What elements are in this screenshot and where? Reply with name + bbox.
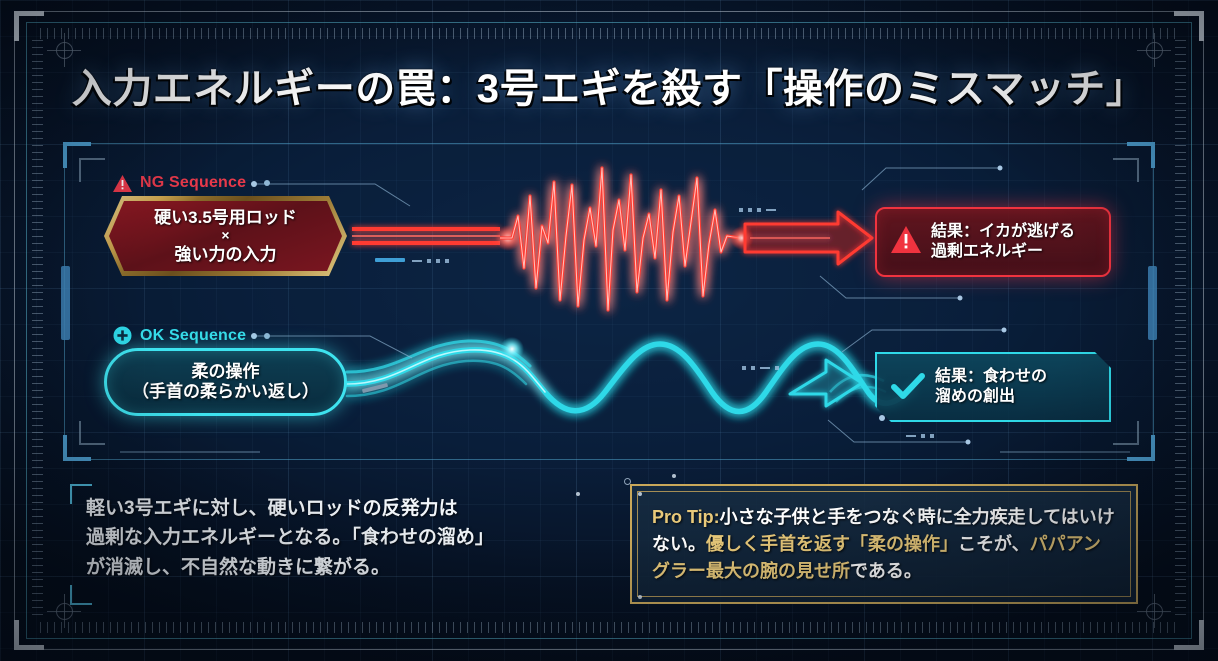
ruler-top-icon [40, 28, 1178, 39]
ok-sequence-label-group: OK Sequence [113, 326, 271, 345]
pro-tip-box: Pro Tip:小さな子供と手をつなぐ時に全力疾走してはいけない。優しく手首を返… [630, 484, 1138, 604]
description-bracket-bottom-icon [70, 585, 92, 605]
panel-edge-marker-left-icon [61, 266, 70, 340]
page-title: 入力エネルギーの罠：3号エギを殺す「操作のミスマッチ」 [71, 67, 1147, 111]
panel-inner-corner-icon [1113, 158, 1139, 182]
ng-source-line2: 強い力の入力 [174, 244, 277, 264]
ng-sequence-label-group: NG Sequence [113, 174, 271, 192]
crosshair-marker-icon [1137, 594, 1171, 628]
ruler-bottom-icon [40, 622, 1178, 633]
ng-source-line1: 硬い3.5号用ロッド [154, 208, 297, 228]
pro-tip-seg1: 小さな子供と手をつなぐ時に全力疾走して [719, 506, 1061, 527]
ok-result-line2: 溜めの創出 [935, 388, 1016, 405]
ng-result-line1: 結果：イカが逃げる [931, 223, 1076, 240]
ok-result-line1: 結果：食わせの [935, 368, 1048, 385]
ok-source-line1: 柔の操作 [191, 361, 260, 381]
ok-source-box: 柔の操作 （手首の柔らかい返し） [104, 348, 347, 416]
pro-tip-anchor-icon [624, 478, 631, 485]
panel-inner-corner-icon [79, 421, 105, 445]
pro-tip-corner-dot-icon [638, 595, 642, 599]
pro-tip-seg3: 優しく手首を返す「柔の操作」 [706, 533, 958, 554]
panel-inner-corner-icon [79, 158, 105, 182]
ok-sequence-label: OK Sequence [140, 326, 247, 344]
description-block: 軽い3号エギに対し、硬いロッドの反発力は 過剰な入力エネルギーとなる。「食わせの… [86, 494, 606, 582]
ok-result-box: 結果：食わせの 溜めの創出 [875, 352, 1111, 422]
panel-inner-corner-icon [1113, 421, 1139, 445]
ng-sequence-label: NG Sequence [140, 174, 247, 191]
warning-triangle-icon [113, 174, 132, 192]
decor-dots-icon [739, 208, 776, 212]
pro-tip-label: Pro Tip: [652, 506, 720, 527]
ng-result-line2: 過剰エネルギー [931, 243, 1044, 260]
corner-bracket-top-left-icon [14, 11, 44, 41]
pro-tip-marker-dot-icon [672, 474, 676, 478]
ruler-left-icon [32, 40, 43, 621]
pro-tip-corner-dot-icon [638, 492, 642, 496]
decor-dots-icon [742, 366, 779, 370]
connector-dot-icon [264, 332, 271, 339]
ng-result-box: 結果：イカが逃げる 過剰エネルギー [875, 207, 1111, 277]
pro-tip-seg4: こそが、 [958, 533, 1030, 554]
ok-source-line2: （手首の柔らかい返し） [132, 382, 319, 401]
corner-bracket-bottom-right-icon [1174, 620, 1204, 650]
pro-tip-seg6: である。 [850, 560, 922, 581]
decor-dash-icon [375, 258, 405, 262]
ruler-right-icon [1175, 40, 1186, 621]
corner-bracket-bottom-left-icon [14, 620, 44, 650]
plus-circle-icon [113, 326, 132, 345]
description-line2: 過剰な入力エネルギーとなる。「食わせの溜め」 [86, 527, 494, 549]
ng-source-box: 硬い3.5号用ロッド × 強い力の入力 [104, 196, 347, 276]
corner-bracket-top-right-icon [1174, 11, 1204, 41]
decor-dots-icon [412, 259, 449, 263]
description-line3: が消滅し、不自然な動きに繋がる。 [86, 556, 391, 578]
warning-triangle-icon [891, 226, 921, 258]
description-line1: 軽い3号エギに対し、硬いロッドの反発力は [86, 498, 458, 519]
decor-dots-icon [906, 434, 934, 438]
pro-tip-corner-dot-icon [576, 492, 580, 496]
connector-dot-icon [264, 180, 271, 186]
ng-source-operator: × [221, 227, 230, 244]
panel-edge-marker-right-icon [1148, 266, 1157, 340]
check-icon [891, 373, 925, 401]
